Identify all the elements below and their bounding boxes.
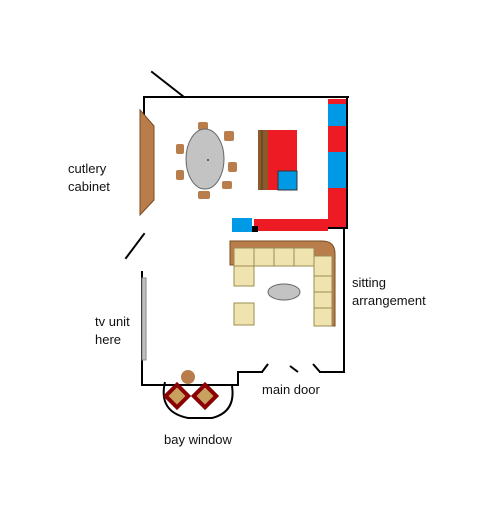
- label-bay-window: bay window: [164, 432, 232, 447]
- label-tv-unit: tv unit here: [95, 314, 130, 347]
- chair: [176, 170, 184, 180]
- right-wall-blue-1: [328, 104, 346, 126]
- dining-table: [185, 128, 225, 190]
- cabinet-wood-frame: [258, 130, 270, 190]
- table-center-dot: [207, 159, 209, 161]
- chair: [176, 144, 184, 154]
- bay-window-seating: [162, 370, 220, 411]
- bottom-counter: [254, 219, 328, 231]
- door-leaf-right: [312, 363, 321, 373]
- left-angled-wall-top: [150, 70, 186, 99]
- chair: [198, 122, 208, 130]
- sofa-set: [229, 240, 336, 327]
- label-sitting-arrangement: sitting arrangement: [352, 275, 426, 308]
- chair: [198, 191, 210, 199]
- label-cutlery-cabinet: cutlery cabinet: [68, 161, 110, 194]
- ottoman: [233, 302, 255, 326]
- door-leaf-left: [261, 363, 269, 373]
- label-main-door: main door: [262, 382, 320, 397]
- sofa-seat: [273, 247, 295, 267]
- cabinet-blue-panel: [277, 170, 298, 191]
- bay-window: [162, 381, 234, 419]
- right-wall-blue-2: [328, 152, 346, 188]
- sofa-seat: [313, 275, 333, 293]
- chair: [224, 131, 234, 141]
- coffee-table: [267, 283, 301, 301]
- kitchen-units: [232, 99, 346, 232]
- left-angled-wall-bottom: [124, 232, 146, 260]
- sofa-seat: [293, 247, 315, 267]
- sofa-seat: [313, 307, 333, 327]
- red-cabinet: [258, 130, 298, 191]
- armchair: [190, 381, 220, 411]
- counter-black-box: [252, 226, 258, 232]
- counter-blue-box: [232, 218, 252, 232]
- chair: [222, 181, 232, 189]
- dining-set: [176, 122, 237, 199]
- sofa-seat: [253, 247, 275, 267]
- tv-unit: [141, 277, 147, 361]
- walls: [124, 70, 349, 386]
- round-table: [181, 370, 195, 384]
- sofa-seat: [233, 247, 255, 267]
- door-leaf-mid: [289, 365, 299, 373]
- sofa-seat: [313, 255, 333, 277]
- sofa-chaise: [233, 265, 255, 287]
- chair: [228, 162, 237, 172]
- sofa-seat: [313, 291, 333, 309]
- main-door: [261, 363, 321, 373]
- cutlery-cabinet: [139, 108, 155, 217]
